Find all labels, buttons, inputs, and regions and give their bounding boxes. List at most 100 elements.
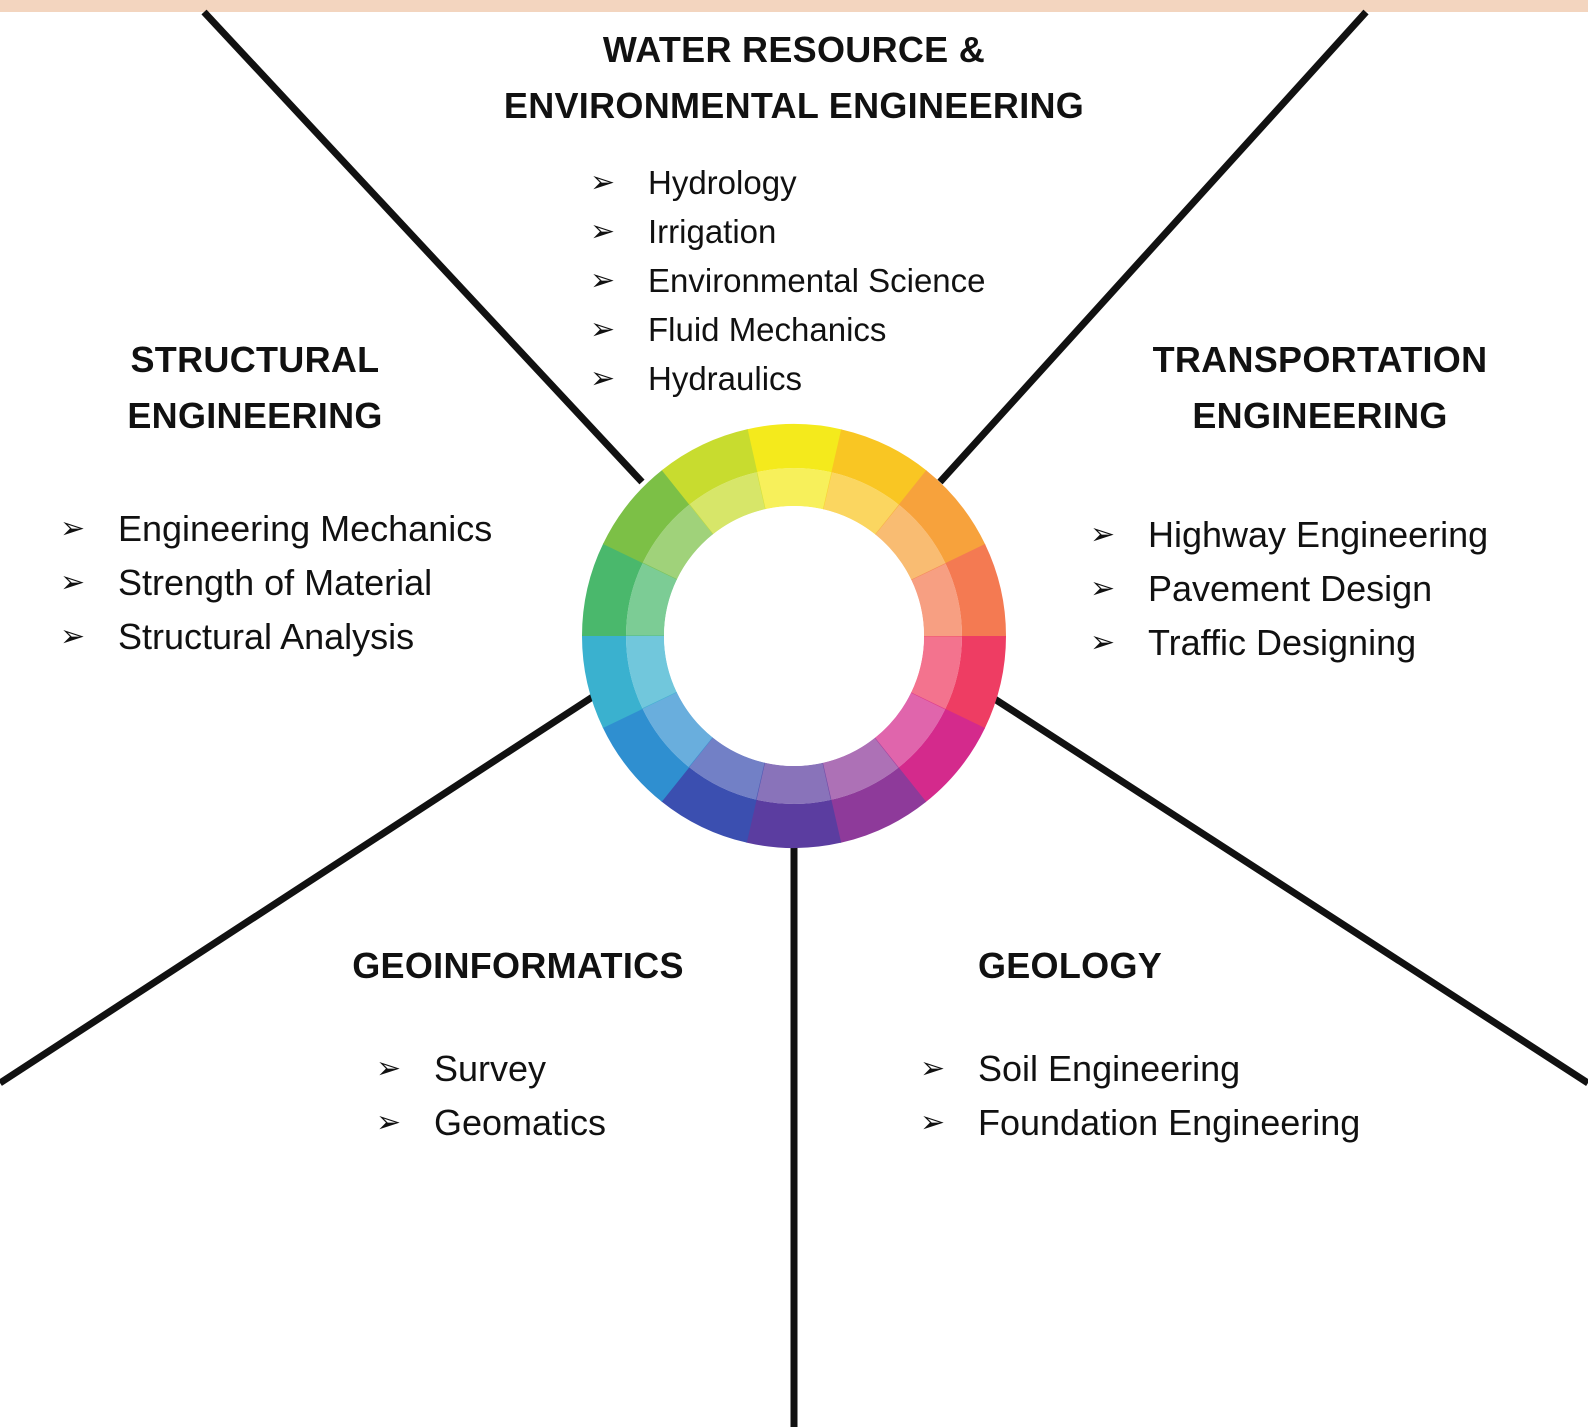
list-item: ➢ Structural Analysis xyxy=(60,610,492,664)
list-item-label: Pavement Design xyxy=(1148,568,1433,609)
arrowhead-bullet-icon: ➢ xyxy=(1090,518,1116,551)
top-band xyxy=(0,0,1588,12)
arrowhead-bullet-icon: ➢ xyxy=(590,362,616,395)
color-wheel-segment xyxy=(874,692,946,768)
color-wheel-segment xyxy=(745,799,842,849)
list-item-label: Highway Engineering xyxy=(1148,514,1489,555)
color-wheel-segment xyxy=(602,708,690,802)
water-resource-heading-line-1: WATER RESOURCE & xyxy=(602,29,986,70)
arrowhead-bullet-icon: ➢ xyxy=(60,566,86,599)
list-item: ➢ Soil Engineering xyxy=(920,1042,1360,1096)
list-item: ➢ Fluid Mechanics xyxy=(590,305,986,354)
color-wheel-segment xyxy=(582,543,643,636)
list-item-label: Structural Analysis xyxy=(118,616,415,657)
arrowhead-bullet-icon: ➢ xyxy=(920,1106,946,1139)
list-item: ➢ Pavement Design xyxy=(1090,562,1488,616)
color-wheel-segment xyxy=(661,429,758,505)
color-wheel-segment xyxy=(945,544,1006,637)
color-wheel-segment xyxy=(661,766,757,843)
color-wheel-segment xyxy=(602,469,690,564)
color-wheel-segment xyxy=(688,737,766,800)
color-wheel-segment xyxy=(746,424,843,473)
color-wheel-center xyxy=(664,506,924,766)
geology-topic-list: ➢ Soil Engineering ➢ Foundation Engineerin… xyxy=(920,1042,1360,1150)
list-item-label: Environmental Science xyxy=(648,262,986,299)
arrowhead-bullet-icon: ➢ xyxy=(590,166,616,199)
color-wheel-segment xyxy=(822,472,900,535)
color-wheel-segment xyxy=(945,636,1006,729)
list-item: ➢ Geomatics xyxy=(376,1096,606,1150)
water-resource-heading: WATER RESOURCE & ENVIRONMENTAL ENGINEERI… xyxy=(394,22,1194,134)
geology-heading-line-1: GEOLOGY xyxy=(977,945,1163,986)
divider-lines xyxy=(0,9,1588,1427)
arrowhead-bullet-icon: ➢ xyxy=(376,1052,402,1085)
arrowhead-bullet-icon: ➢ xyxy=(920,1052,946,1085)
transportation-heading-line-2: ENGINEERING xyxy=(1192,395,1448,436)
structural-heading: STRUCTURAL ENGINEERING xyxy=(60,332,450,444)
color-wheel-segment xyxy=(898,708,986,803)
list-item: ➢ Engineering Mechanics xyxy=(60,502,492,556)
color-wheel-segment xyxy=(756,468,833,510)
list-item-label: Traffic Designing xyxy=(1148,622,1417,663)
geology-heading: GEOLOGY xyxy=(940,938,1200,994)
divider-line-upper-right xyxy=(937,9,1369,485)
list-item-label: Hydrology xyxy=(648,164,797,201)
arrowhead-bullet-icon: ➢ xyxy=(590,313,616,346)
color-wheel-segment xyxy=(755,762,832,804)
color-wheel-segment xyxy=(822,737,899,800)
geoinformatics-heading-line-1: GEOINFORMATICS xyxy=(352,945,684,986)
arrowhead-bullet-icon: ➢ xyxy=(60,620,86,653)
color-wheel-segment xyxy=(689,472,766,535)
color-wheel-icon xyxy=(582,424,1006,849)
color-wheel-segment xyxy=(626,562,678,636)
arrowhead-bullet-icon: ➢ xyxy=(1090,626,1116,659)
divider-line-upper-left xyxy=(201,9,645,485)
arrowhead-bullet-icon: ➢ xyxy=(590,215,616,248)
list-item-label: Fluid Mechanics xyxy=(648,311,887,348)
arrowhead-bullet-icon: ➢ xyxy=(60,512,86,545)
transportation-topic-list: ➢ Highway Engineering ➢ Pavement Design ➢ T… xyxy=(1090,508,1488,670)
color-wheel-segment xyxy=(642,504,714,580)
list-item: ➢ Traffic Designing xyxy=(1090,616,1488,670)
geoinformatics-topic-list: ➢ Survey ➢ Geomatics xyxy=(376,1042,606,1150)
list-item-label: Strength of Material xyxy=(118,562,433,603)
list-item-label: Geomatics xyxy=(434,1102,607,1143)
color-wheel-segment xyxy=(875,504,946,581)
structural-heading-line-1: STRUCTURAL xyxy=(130,339,380,380)
list-item: ➢ Strength of Material xyxy=(60,556,492,610)
transportation-heading: TRANSPORTATION ENGINEERING xyxy=(1120,332,1520,444)
color-wheel-segment xyxy=(831,429,927,506)
list-item-label: Engineering Mechanics xyxy=(118,508,493,549)
list-item: ➢ Highway Engineering xyxy=(1090,508,1488,562)
list-item-label: Hydraulics xyxy=(648,360,803,397)
color-wheel-segment xyxy=(910,636,962,710)
list-item-label: Survey xyxy=(434,1048,547,1089)
color-wheel-segment xyxy=(626,635,677,709)
transportation-heading-line-1: TRANSPORTATION xyxy=(1152,339,1488,380)
divider-line-lower-right xyxy=(988,693,1588,1086)
water-resource-heading-line-2: ENVIRONMENTAL ENGINEERING xyxy=(503,85,1085,126)
color-wheel-segment xyxy=(830,767,927,843)
list-item-label: Foundation Engineering xyxy=(978,1102,1361,1143)
color-wheel-segment xyxy=(582,635,643,728)
color-wheel-segment xyxy=(642,691,713,768)
list-item-label: Irrigation xyxy=(648,213,777,250)
list-item: ➢ Environmental Science xyxy=(590,256,986,305)
list-item-label: Soil Engineering xyxy=(978,1048,1241,1089)
list-item: ➢ Hydrology xyxy=(590,158,986,207)
arrowhead-bullet-icon: ➢ xyxy=(1090,572,1116,605)
list-item: ➢ Irrigation xyxy=(590,207,986,256)
water-resource-topic-list: ➢ Hydrology ➢ Irrigation ➢ Environmental Sc… xyxy=(590,158,986,403)
arrowhead-bullet-icon: ➢ xyxy=(590,264,616,297)
structural-heading-line-2: ENGINEERING xyxy=(127,395,383,436)
list-item: ➢ Survey xyxy=(376,1042,606,1096)
divider-line-lower-left xyxy=(0,693,596,1086)
color-wheel-segment xyxy=(898,470,986,564)
structural-topic-list: ➢ Engineering Mechanics ➢ Strength of Mate… xyxy=(60,502,492,664)
arrowhead-bullet-icon: ➢ xyxy=(376,1106,402,1139)
geoinformatics-heading: GEOINFORMATICS xyxy=(318,938,718,994)
list-item: ➢ Foundation Engineering xyxy=(920,1096,1360,1150)
list-item: ➢ Hydraulics xyxy=(590,354,986,403)
color-wheel-segment xyxy=(911,563,962,637)
